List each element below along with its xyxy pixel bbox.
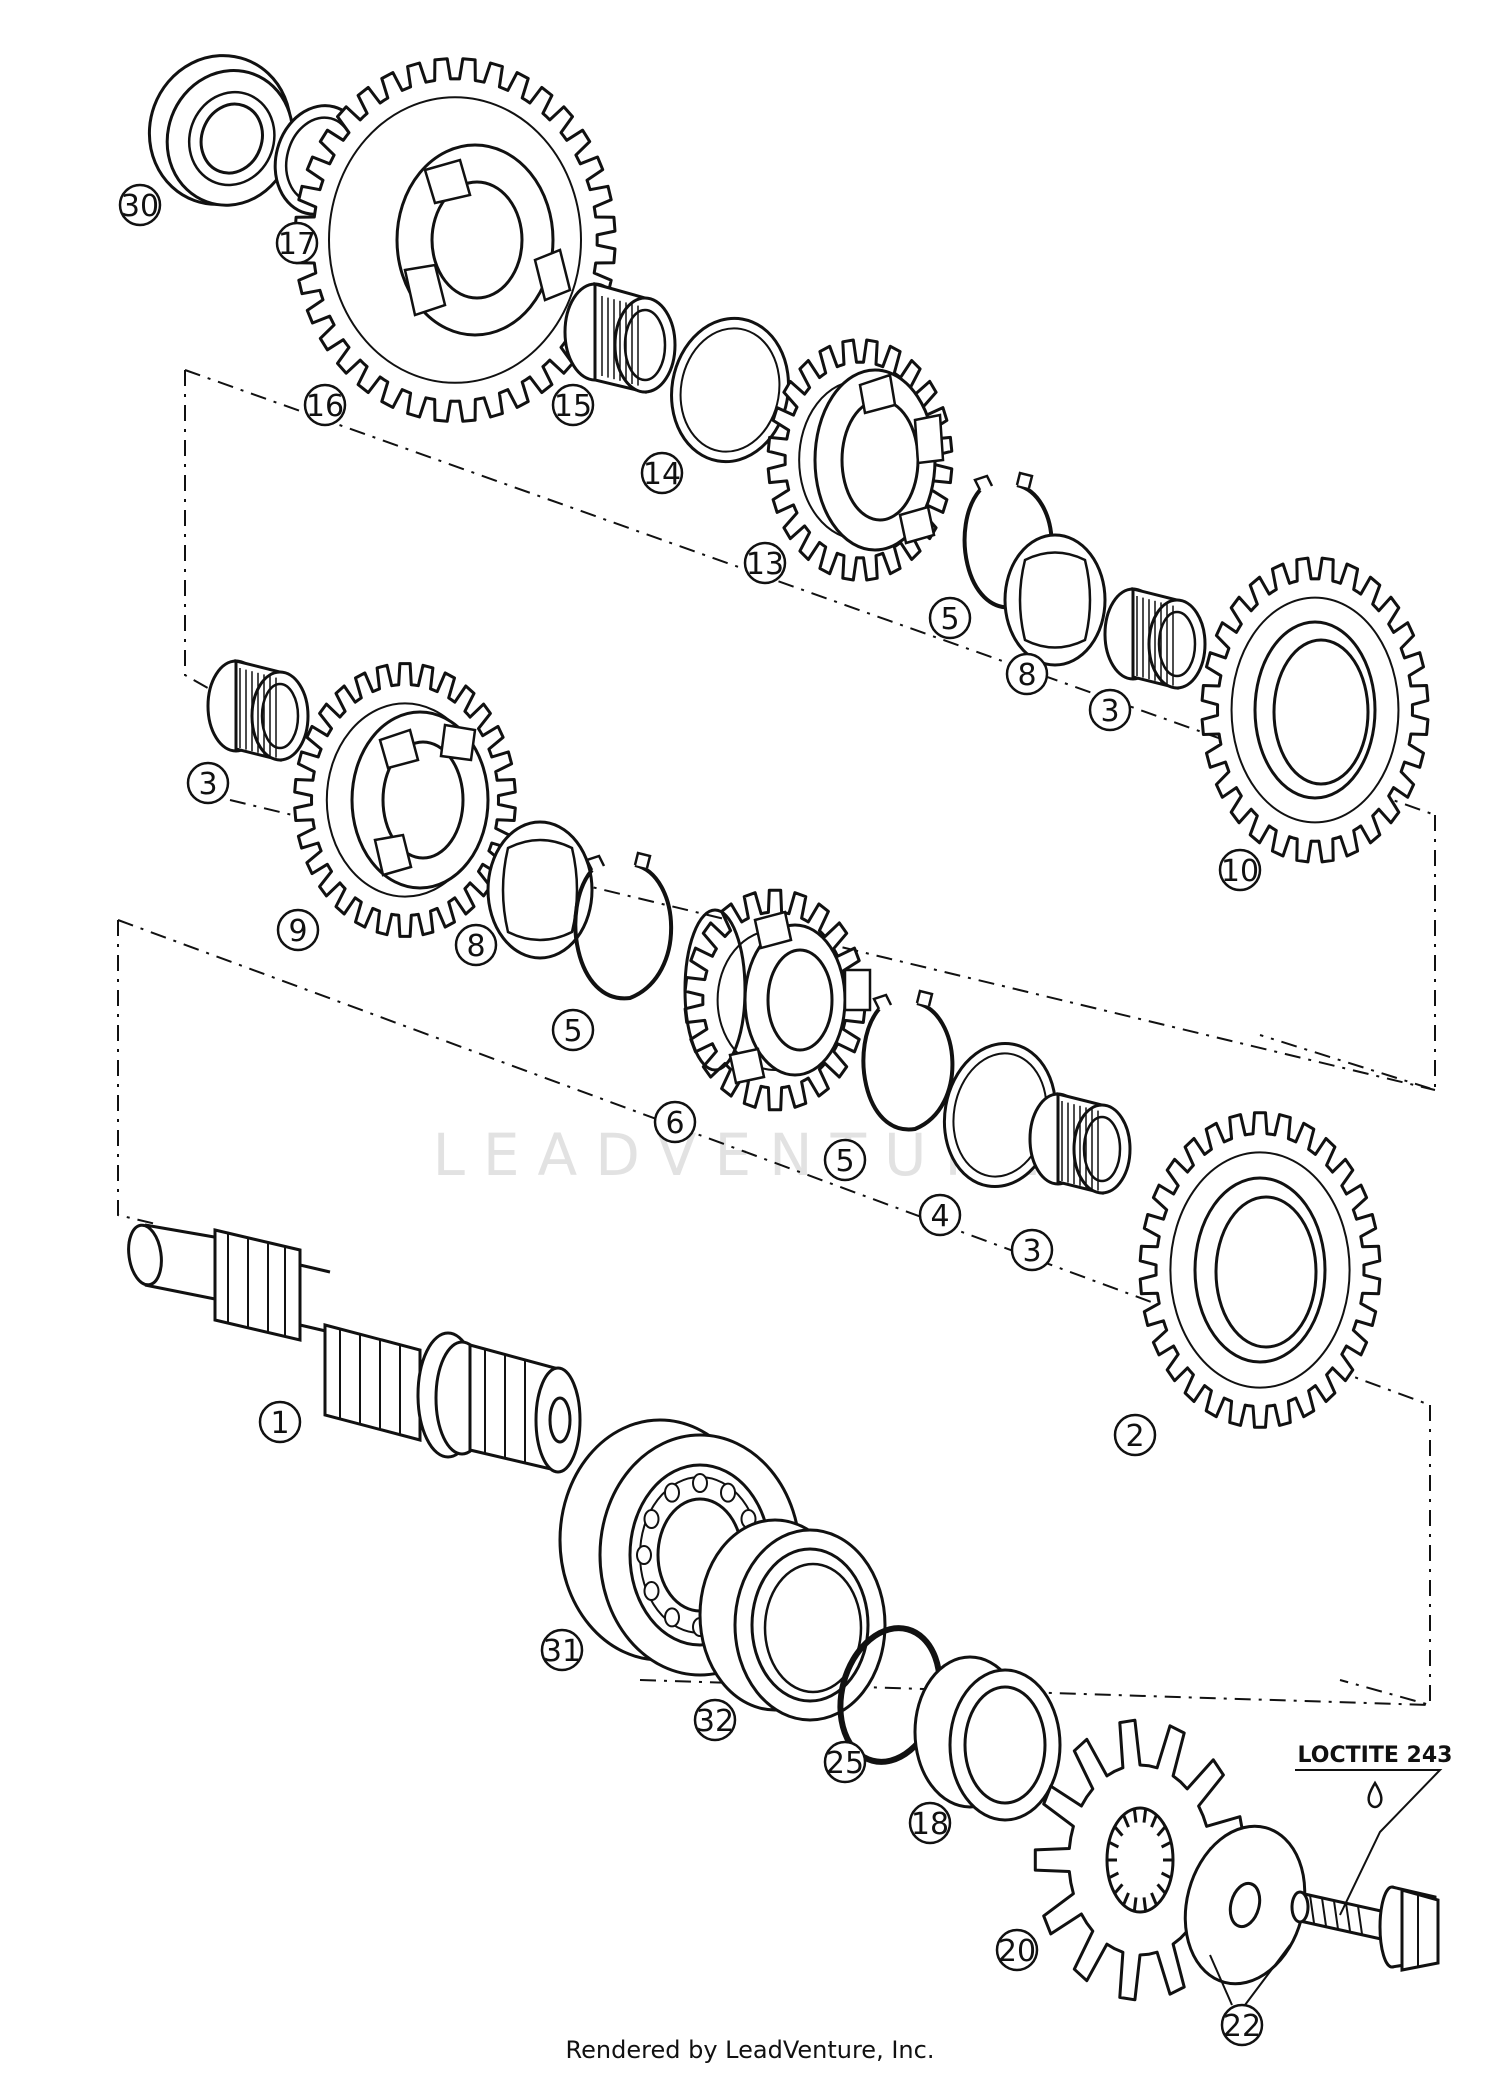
watermark: LEADVENTURE — [433, 1121, 1058, 1189]
svg-text:31: 31 — [543, 1634, 581, 1669]
circlip-5c — [861, 989, 955, 1132]
callout-16: 16 — [303, 383, 347, 427]
callout-3b: 3 — [186, 761, 230, 805]
main-shaft-1 — [127, 1223, 582, 1480]
svg-text:3: 3 — [198, 767, 217, 802]
seal-32 — [698, 1518, 887, 1722]
callout-2: 2 — [1113, 1413, 1157, 1457]
callout-5c: 5 — [823, 1138, 867, 1182]
svg-text:20: 20 — [998, 1934, 1036, 1969]
svg-text:32: 32 — [696, 1704, 734, 1739]
circlip-5b — [573, 851, 674, 1001]
callout-8a: 8 — [1005, 652, 1049, 696]
svg-text:9: 9 — [288, 914, 307, 949]
svg-text:5: 5 — [563, 1014, 582, 1049]
callout-17: 17 — [275, 221, 319, 265]
callout-25: 25 — [823, 1740, 867, 1784]
needle-bearing-3c — [1028, 1092, 1132, 1195]
needle-bearing-15 — [563, 282, 677, 394]
callout-9: 9 — [276, 908, 320, 952]
callout-5b: 5 — [551, 1008, 595, 1052]
gear-2 — [1138, 1111, 1382, 1429]
svg-text:8: 8 — [466, 929, 485, 964]
callout-14: 14 — [640, 451, 684, 495]
callout-31: 31 — [540, 1628, 584, 1672]
svg-text:22: 22 — [1223, 2009, 1261, 2044]
svg-text:6: 6 — [665, 1106, 684, 1141]
callout-8b: 8 — [454, 923, 498, 967]
callout-6: 6 — [653, 1100, 697, 1144]
svg-text:25: 25 — [826, 1746, 864, 1781]
callout-20: 20 — [995, 1928, 1039, 1972]
callout-3a: 3 — [1088, 688, 1132, 732]
svg-text:13: 13 — [746, 547, 784, 582]
flange-bolt — [1290, 1885, 1440, 1972]
svg-text:15: 15 — [554, 389, 592, 424]
footer-credit: Rendered by LeadVenture, Inc. — [565, 2036, 935, 2064]
gear-16 — [293, 57, 617, 423]
leader-lines — [1209, 1769, 1443, 2006]
callout-30: 30 — [118, 183, 162, 227]
svg-text:14: 14 — [643, 457, 681, 492]
thrust-washer-14 — [670, 316, 790, 464]
callout-22: 22 — [1220, 2003, 1264, 2047]
gear-9 — [293, 662, 517, 938]
callout-4: 4 — [918, 1193, 962, 1237]
needle-bearing-3a — [1103, 587, 1207, 690]
svg-text:30: 30 — [121, 189, 159, 224]
bearing-30 — [147, 54, 295, 207]
gear-13 — [766, 338, 954, 582]
svg-text:4: 4 — [930, 1199, 949, 1234]
spacer-18 — [913, 1655, 1062, 1822]
svg-text:18: 18 — [911, 1807, 949, 1842]
washer-22 — [1183, 1824, 1307, 1986]
callout-32: 32 — [693, 1698, 737, 1742]
svg-text:10: 10 — [1221, 854, 1259, 889]
svg-text:3: 3 — [1100, 694, 1119, 729]
svg-text:8: 8 — [1017, 658, 1036, 693]
callout-10: 10 — [1218, 848, 1262, 892]
svg-text:3: 3 — [1022, 1234, 1041, 1269]
callout-18: 18 — [908, 1801, 952, 1845]
svg-text:17: 17 — [278, 227, 316, 262]
loctite-droplet-icon — [1367, 1780, 1383, 1809]
needle-bearing-3b — [206, 659, 310, 762]
gear-10 — [1200, 556, 1430, 864]
svg-text:16: 16 — [306, 389, 344, 424]
svg-text:2: 2 — [1125, 1419, 1144, 1454]
svg-text:5: 5 — [835, 1144, 854, 1179]
lock-washer-8b — [486, 820, 594, 960]
callout-1: 1 — [258, 1400, 302, 1444]
callout-13: 13 — [743, 541, 787, 585]
callout-5a: 5 — [928, 596, 972, 640]
loctite-annotation: LOCTITE 243 — [1298, 1743, 1453, 1768]
callout-15: 15 — [551, 383, 595, 427]
callout-3c: 3 — [1010, 1228, 1054, 1272]
gear-6 — [683, 888, 872, 1112]
lock-washer-8a — [1003, 533, 1107, 667]
svg-text:5: 5 — [940, 602, 959, 637]
svg-text:1: 1 — [270, 1406, 289, 1441]
